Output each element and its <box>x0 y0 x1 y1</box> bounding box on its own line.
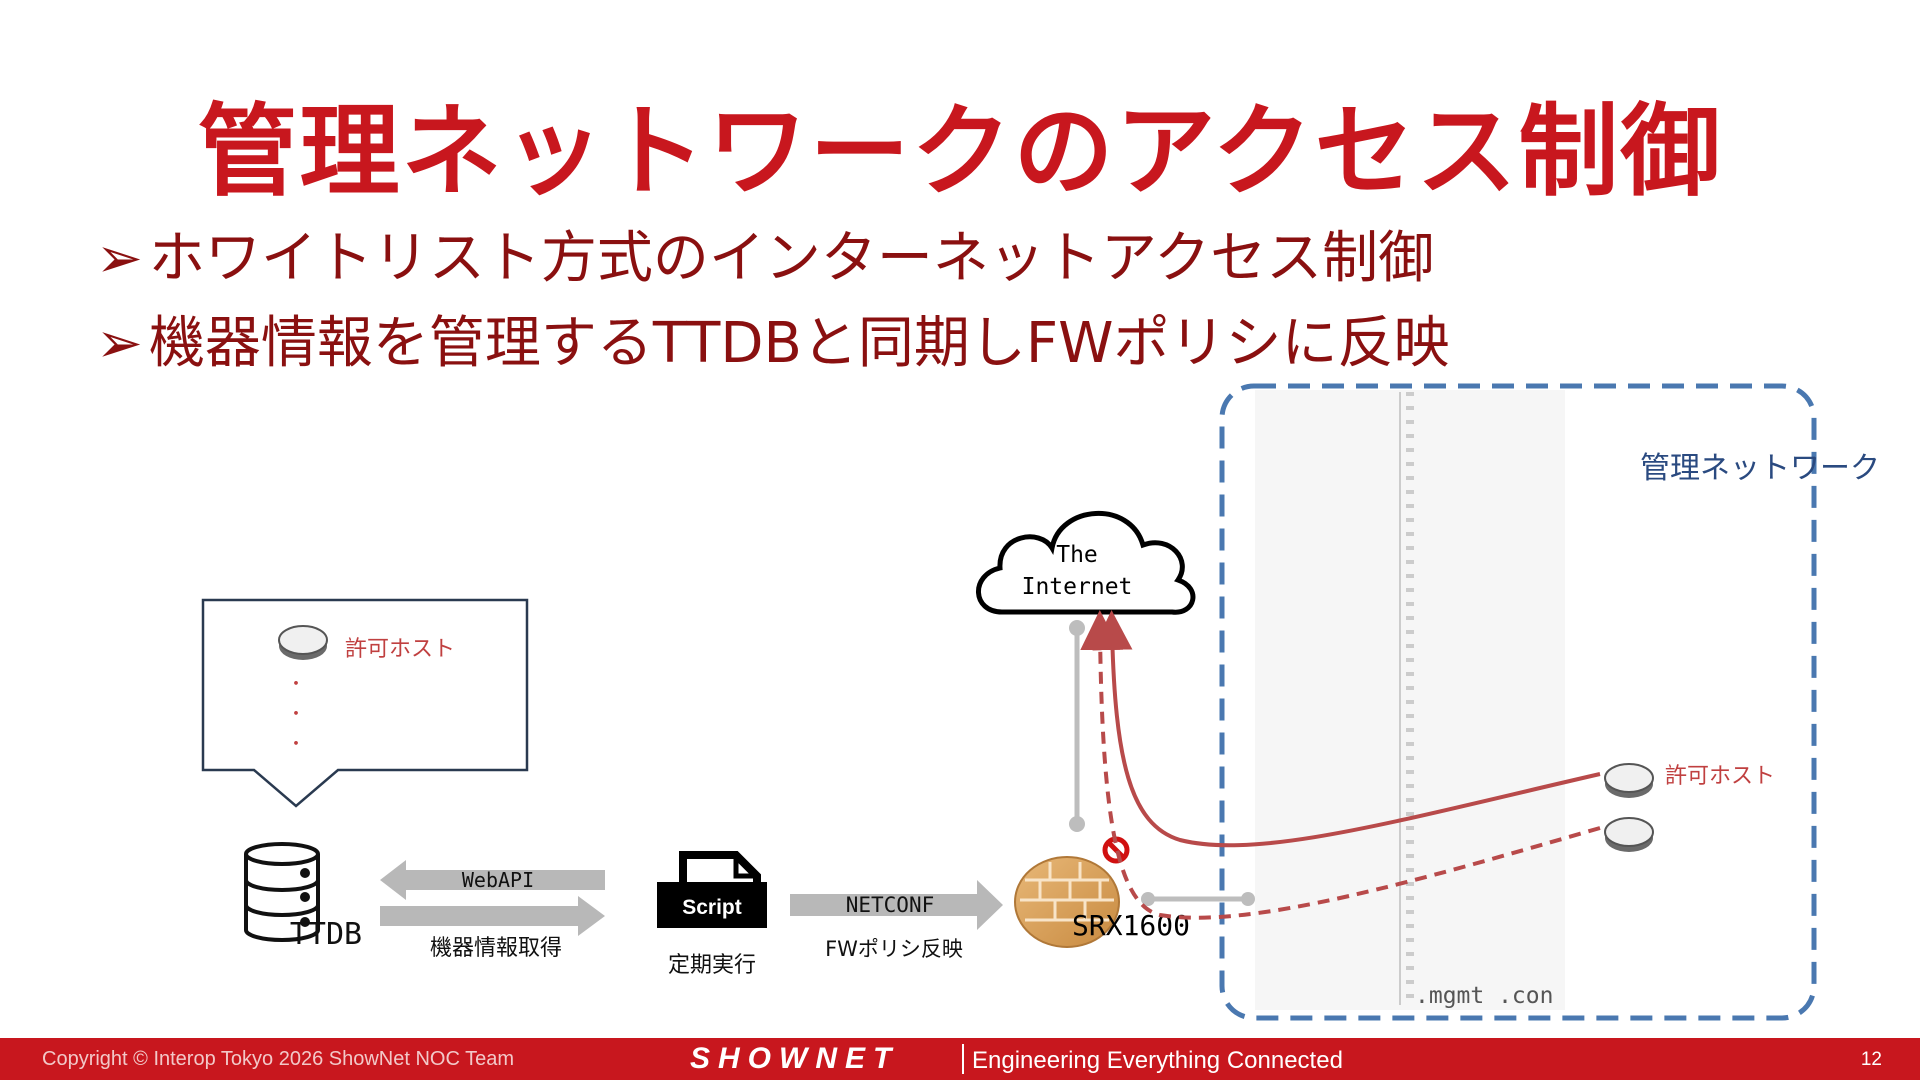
footer-divider <box>962 1044 964 1074</box>
firewall-icon <box>1014 856 1120 948</box>
bullet-whitelist: ➢ホワイトリスト方式のインターネットアクセス制御 <box>96 213 1434 294</box>
bullet-text: 機器情報を管理するTTDBと同期しFWポリシに反映 <box>148 311 1450 376</box>
tagline: Engineering Everything Connected <box>972 1047 1343 1074</box>
callout-dot: ・ <box>287 704 305 725</box>
brand-logo: SHOWNET <box>690 1042 900 1075</box>
webapi-arrow <box>380 860 605 900</box>
domain-text: .mgmt .con <box>1415 983 1553 1009</box>
fetch-label: 機器情報取得 <box>430 936 562 961</box>
netconf-label: NETCONF <box>846 893 935 917</box>
callout-item-label: 許可ホスト <box>345 637 455 662</box>
netconf-arrow <box>790 880 1003 930</box>
denied-host-icon <box>1604 817 1654 852</box>
slide-title: 管理ネットワークのアクセス制御 <box>197 93 1723 210</box>
webapi-label: WebAPI <box>462 868 534 892</box>
host-icon <box>278 625 328 660</box>
mgmt-network-boundary <box>1219 383 1817 1021</box>
bullet-marker: ➢ <box>96 311 143 376</box>
bullet-marker: ➢ <box>96 226 143 291</box>
footer: Copyright © Interop Tokyo 2026 ShowNet N… <box>0 1038 1920 1080</box>
topology-map <box>1255 390 1565 1010</box>
copyright: Copyright © Interop Tokyo 2026 ShowNet N… <box>42 1048 515 1070</box>
cloud-icon <box>976 510 1196 615</box>
bullet-ttdb-sync: ➢機器情報を管理するTTDBと同期しFWポリシに反映 <box>96 298 1449 379</box>
firewall-label: SRX1600 <box>1072 909 1190 942</box>
script-badge: Script <box>682 896 742 919</box>
allowed-host-label: 許可ホスト <box>1665 764 1775 789</box>
mgmt-link <box>1141 892 1255 906</box>
database-icon <box>244 842 320 942</box>
internet-link <box>1069 620 1085 832</box>
callout-dot: ・ <box>287 734 305 755</box>
script-icon <box>657 851 767 928</box>
mgmt-network-label: 管理ネットワーク <box>1640 451 1880 486</box>
fw-policy-caption: FWポリシ反映 <box>825 937 963 961</box>
callout-dot: ・ <box>287 674 305 695</box>
cloud-line: The <box>1056 542 1098 568</box>
allowed-host-icon <box>1604 763 1654 798</box>
fetch-arrow <box>380 896 605 936</box>
cloud-line: Internet <box>1022 574 1133 600</box>
ttdb-label: TTDB <box>290 917 362 952</box>
allowed-host-callout: 許可ホスト ・ ・ ・ <box>201 598 529 808</box>
page-number: 12 <box>1860 1049 1882 1070</box>
script-caption: 定期実行 <box>668 953 756 978</box>
allowed-flow <box>1092 610 1601 848</box>
bullet-text: ホワイトリスト方式のインターネットアクセス制御 <box>148 226 1435 291</box>
denied-flow <box>1080 610 1601 920</box>
